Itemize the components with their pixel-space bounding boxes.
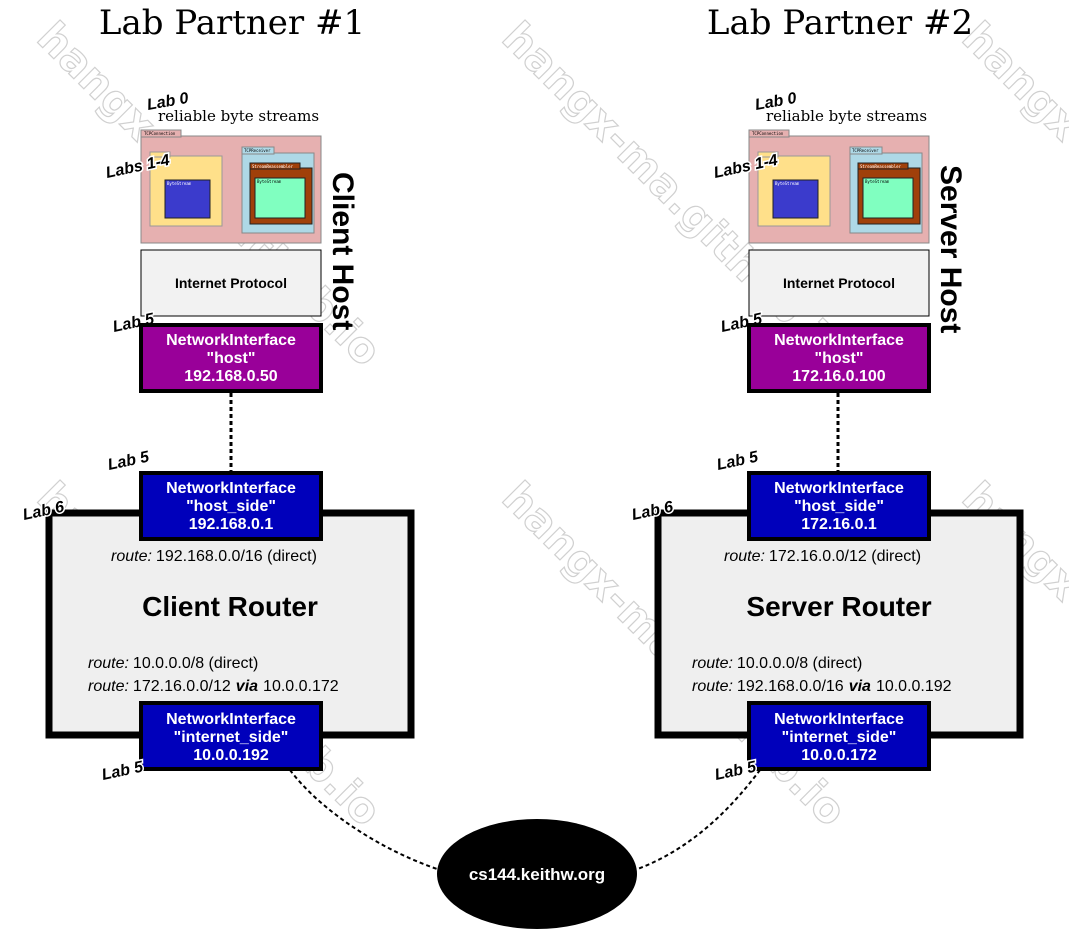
stream-reassembler-label: StreamReassembler: [252, 164, 294, 169]
client-host-side-ni-lab: Lab 5: [106, 448, 151, 474]
stream-reassembler-label: StreamReassembler: [860, 164, 902, 169]
watermark-3: hangx-ma.github.io: [953, 12, 1069, 375]
partner-1-host-label: Client Host: [326, 172, 359, 330]
client-internet-side-ni-line2: "internet_side": [174, 729, 289, 746]
server-route-top-prefix: route:: [724, 548, 765, 565]
server-host-side-ni: [747, 471, 931, 541]
tcp-connection-tab: [140, 129, 182, 138]
server-route-1-text: 10.0.0.0/8 (direct): [737, 655, 862, 672]
server-route-2-pre: 192.168.0.0/16: [737, 678, 844, 695]
client-internet-link: [289, 769, 441, 871]
tcp-sender-tab: [757, 151, 779, 158]
stream-reassembler-tab: [857, 162, 909, 170]
client-host-side-ni-line3: 192.168.0.1: [189, 516, 274, 533]
tcp-receiver-tab: [241, 146, 275, 155]
server-route-1: route:10.0.0.0/8 (direct): [692, 655, 862, 672]
client-internet-side-ni-line3: 10.0.0.192: [193, 747, 269, 764]
server-route-top: route:172.16.0.0/12 (direct): [724, 548, 921, 565]
server-internet-side-ni-line3: 10.0.0.172: [801, 747, 877, 764]
receiver-bytestream-box: [254, 177, 306, 219]
client-internet-side-ni-line1: NetworkInterface: [166, 711, 296, 728]
partner-2-lab0-label: Lab 0: [754, 90, 798, 114]
client-host-side-ni-line1: NetworkInterface: [166, 480, 296, 497]
partner-1-tcp-stack: TCPConnection ByteStream TCPReceiver Str…: [140, 129, 322, 244]
sender-bytestream-box: [772, 179, 819, 219]
partner-2-host-ni: [747, 323, 931, 393]
server-router-title: Server Router: [746, 591, 931, 622]
partner-2-host-ni-line2: "host": [815, 350, 864, 367]
tcp-connection-tab: [748, 129, 790, 138]
server-internet-side-ni-lab: Lab 5: [713, 758, 758, 784]
partner-2-host-ni-line1: NetworkInterface: [774, 332, 904, 349]
server-internet-side-ni-line1: NetworkInterface: [774, 711, 904, 728]
sender-bytestream-label: ByteStream: [167, 181, 192, 186]
client-router-title: Client Router: [142, 591, 318, 622]
server-internet-link: [634, 769, 761, 871]
client-route-2-prefix: route:: [88, 678, 129, 695]
partner-2: Lab Partner #2 Lab 0 reliable byte strea…: [629, 3, 1024, 785]
partner-1-host-ni: [139, 323, 323, 393]
client-route-top-text: 192.168.0.0/16 (direct): [156, 548, 317, 565]
server-host-side-ni-line3: 172.16.0.1: [801, 516, 877, 533]
client-route-2: route:172.16.0.0/12 via 10.0.0.172: [88, 678, 339, 695]
client-route-1-prefix: route:: [88, 655, 129, 672]
receiver-bytestream-box: [862, 177, 914, 219]
internet-cloud-label: cs144.keithw.org: [469, 865, 605, 884]
client-route-top-prefix: route:: [111, 548, 152, 565]
client-host-side-ni-line2: "host_side": [186, 498, 276, 515]
client-route-2-post: 10.0.0.172: [263, 678, 339, 695]
receiver-bytestream-label: ByteStream: [865, 179, 890, 184]
client-route-1-text: 10.0.0.0/8 (direct): [133, 655, 258, 672]
partner-2-title: Lab Partner #2: [707, 3, 973, 43]
tcp-receiver-tab: [849, 146, 883, 155]
server-route-1-prefix: route:: [692, 655, 733, 672]
partner-2-tcp-stack: TCPConnection ByteStream TCPReceiver Str…: [748, 129, 930, 244]
partner-2-ip-box: [748, 249, 930, 317]
tcp-receiver-label: TCPReceiver: [244, 148, 271, 153]
server-host-side-ni-lab: Lab 5: [715, 448, 760, 474]
server-host-side-ni-line1: NetworkInterface: [774, 480, 904, 497]
receiver-bytestream-label: ByteStream: [257, 179, 282, 184]
server-internet-side-ni-line2: "internet_side": [782, 729, 897, 746]
client-internet-side-ni-lab: Lab 5: [100, 758, 145, 784]
tcp-sender-tab: [149, 151, 171, 158]
internet-cloud: cs144.keithw.org: [437, 819, 637, 929]
partner-2-ip-label: Internet Protocol: [783, 275, 895, 291]
links: [229, 393, 840, 871]
partner-1-ip-box: [140, 249, 322, 317]
partner-2-lab0-caption: reliable byte streams: [766, 107, 927, 125]
server-route-2: route:192.168.0.0/16 via 10.0.0.192: [692, 678, 952, 695]
tcp-connection-label: TCPConnection: [752, 131, 784, 136]
partner-1-title: Lab Partner #1: [99, 3, 365, 43]
partner-1-lab0-caption: reliable byte streams: [158, 107, 319, 125]
sender-bytestream-label: ByteStream: [775, 181, 800, 186]
client-route-2-pre: 172.16.0.0/12: [133, 678, 231, 695]
server-route-2-prefix: route:: [692, 678, 733, 695]
partner-1-host-ni-line2: "host": [207, 350, 256, 367]
server-route-2-post: 10.0.0.192: [876, 678, 952, 695]
server-host-side-ni-line2: "host_side": [794, 498, 884, 515]
partner-1-host-ni-line3: 192.168.0.50: [184, 368, 278, 385]
partner-1-host-ni-line1: NetworkInterface: [166, 332, 296, 349]
tcp-connection-label: TCPConnection: [144, 131, 176, 136]
partner-2-host-ni-line3: 172.16.0.100: [792, 368, 886, 385]
sender-bytestream-box: [164, 179, 211, 219]
internet-cloud-ellipse: [437, 819, 637, 929]
client-internet-side-ni: [139, 701, 323, 771]
client-route-2-via: via: [236, 678, 258, 695]
tcp-receiver-label: TCPReceiver: [852, 148, 879, 153]
server-route-2-via: via: [849, 678, 871, 695]
server-route-top-text: 172.16.0.0/12 (direct): [769, 548, 921, 565]
server-internet-side-ni: [747, 701, 931, 771]
stream-reassembler-tab: [249, 162, 301, 170]
partner-2-host-label: Server Host: [934, 165, 967, 333]
client-route-1: route:10.0.0.0/8 (direct): [88, 655, 258, 672]
client-host-side-ni: [139, 471, 323, 541]
partner-1: Lab Partner #1 Lab 0 reliable byte strea…: [20, 3, 415, 785]
client-route-top: route:192.168.0.0/16 (direct): [111, 548, 317, 565]
partner-1-ip-label: Internet Protocol: [175, 275, 287, 291]
